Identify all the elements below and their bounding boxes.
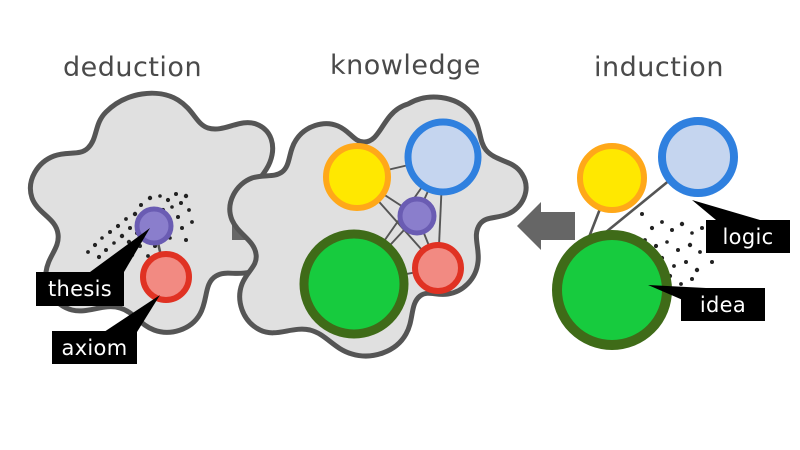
- induction-node-yellow[interactable]: [577, 143, 647, 213]
- knowledge-node-blue[interactable]: [404, 118, 482, 196]
- knowledge-node-red[interactable]: [412, 242, 464, 294]
- callout-label-thesis: thesis: [36, 272, 124, 306]
- induction-node-blue[interactable]: [658, 117, 738, 197]
- node-axiom[interactable]: [140, 251, 192, 303]
- knowledge-node-green[interactable]: [299, 229, 409, 339]
- axiom-pointer: [104, 295, 160, 332]
- thesis-pointer: [90, 228, 150, 272]
- knowledge-node-yellow[interactable]: [323, 143, 391, 211]
- panel-knowledge: [227, 94, 529, 359]
- panel-induction: [552, 117, 760, 350]
- panel-title-deduction: deduction: [63, 52, 203, 83]
- logic-pointer: [692, 200, 760, 220]
- panel-title-knowledge: knowledge: [330, 50, 481, 81]
- panel-title-induction: induction: [594, 52, 724, 83]
- callout-label-logic: logic: [706, 220, 790, 253]
- knowledge-node-purple[interactable]: [397, 196, 437, 236]
- arrow-left-icon: [517, 202, 575, 250]
- callout-label-axiom: axiom: [52, 331, 137, 364]
- induction-node-green[interactable]: [552, 230, 672, 350]
- callout-label-idea: idea: [681, 288, 765, 321]
